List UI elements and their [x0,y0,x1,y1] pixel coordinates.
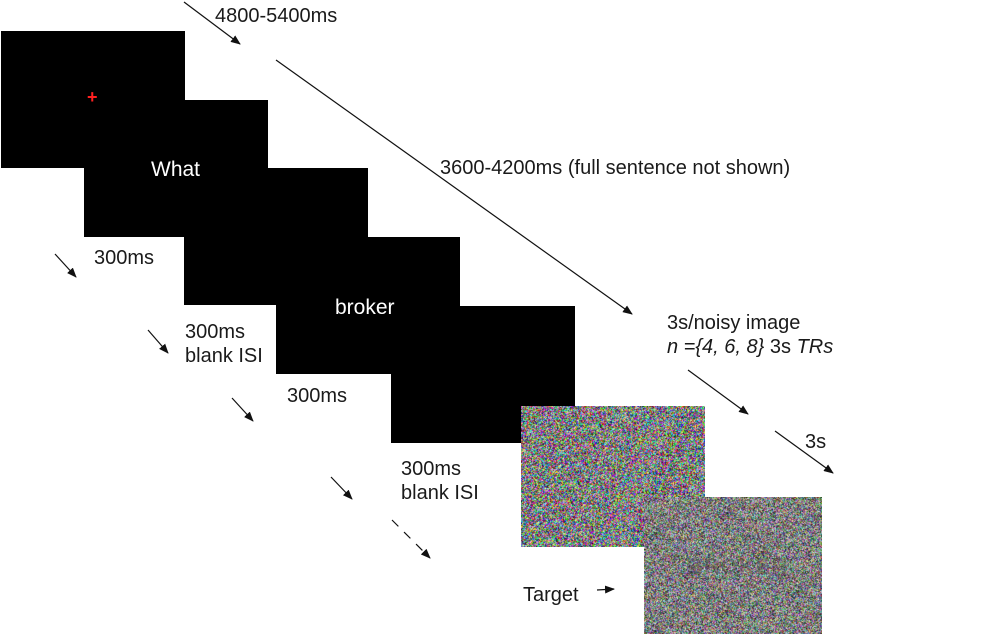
fixation-duration-label: 4800-5400ms [215,5,338,27]
fixation-cross: + [87,87,98,107]
target-label: Target [523,584,579,606]
sentence-duration-label: 3600-4200ms (full sentence not shown) [440,157,791,179]
word1-duration-label: 300ms [94,247,155,269]
target-image-word: BROKER [687,554,789,579]
word2-duration-label: 300ms [287,385,348,407]
target-pointer-arrow [596,585,615,594]
sentence-duration-arrow [275,59,633,315]
noisy-tr-unit: TRs [796,336,834,358]
word1-arrow [54,253,77,278]
isi1-arrow [147,329,169,354]
noisy-image-repeats: n ={4, 6, 8} 3s TRs [667,335,833,359]
noisy-image-arrow [687,369,749,415]
noisy-image-label: 3s/noisy image [667,312,801,334]
noisy-n-var: n [667,336,679,358]
word1-text: What [151,158,201,181]
continuation-arrow [391,519,431,559]
target-image-screen [644,497,822,634]
word2-text: broker [335,296,395,319]
isi2-arrow [330,476,353,500]
isi1-duration-label: 300ms [185,321,246,343]
isi1-type-label: blank ISI [185,345,263,367]
fixation-duration-arrow [183,1,241,45]
isi2-type-label: blank ISI [401,482,479,504]
word2-arrow [231,397,254,422]
target-step-label: 3s [805,431,827,453]
target-step-arrow [774,430,834,474]
noisy-n-set: ={4, 6, 8} [678,336,765,358]
isi2-duration-label: 300ms [401,458,462,480]
noisy-n-mid: 3s [764,336,797,358]
